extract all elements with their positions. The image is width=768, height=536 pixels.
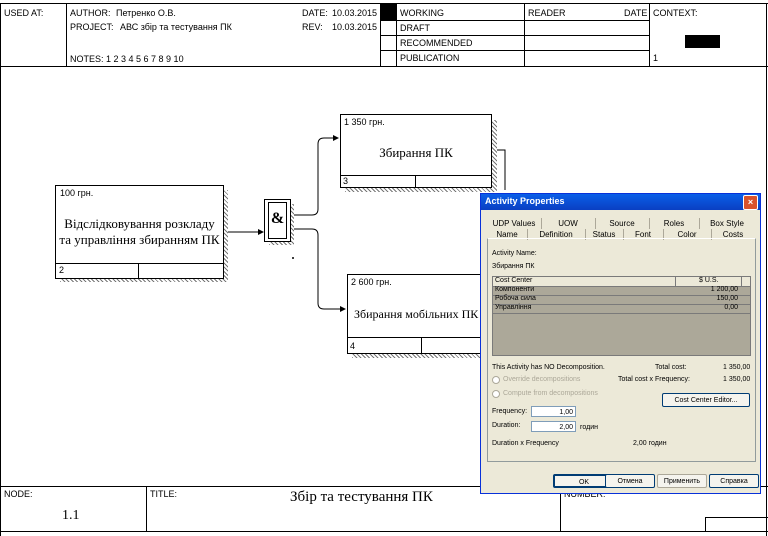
cancel-button-visible[interactable]: Отмена: [605, 474, 655, 488]
tab-udp-values[interactable]: UDP Values: [487, 218, 542, 229]
dialog-title: Activity Properties: [485, 196, 565, 206]
compute-radio[interactable]: [492, 390, 500, 398]
status-recommended: RECOMMENDED: [400, 38, 473, 48]
cost-center-name: Робоча сила: [495, 295, 536, 302]
total-freq-label: Total cost x Frequency:: [618, 376, 690, 383]
author-label: AUTHOR:: [70, 8, 111, 18]
table-row[interactable]: Управління 0,00: [493, 304, 750, 314]
reader-label: READER: [528, 8, 566, 18]
rev-label: REV:: [302, 22, 323, 32]
project-label: PROJECT:: [70, 22, 114, 32]
frequency-label: Frequency:: [492, 408, 528, 415]
cost-center-value: 150,00: [716, 295, 738, 302]
compute-label: Compute from decompositions: [503, 390, 598, 397]
header-cost-center: Cost Center: [495, 277, 533, 284]
tab-font[interactable]: Font: [623, 229, 664, 240]
tab-uow[interactable]: UOW: [541, 218, 596, 229]
tab-name[interactable]: Name: [487, 229, 528, 240]
duration-unit: годин: [580, 424, 598, 431]
reader-date-label: DATE: [624, 8, 648, 18]
cost-table-header: Cost Center $ U.S.: [493, 277, 750, 287]
duration-label: Duration:: [492, 422, 521, 429]
node-label: NODE:: [4, 489, 33, 499]
total-freq-value: 1 350,00: [723, 376, 751, 383]
activity-number: 3: [343, 176, 349, 186]
activity-label: Збирання мобільних ПК: [354, 307, 479, 321]
frequency-input[interactable]: 1,00: [531, 406, 576, 417]
cost-center-editor-button[interactable]: Cost Center Editor...: [662, 393, 750, 407]
override-radio[interactable]: [492, 376, 500, 384]
rev-value: 10.03.2015: [332, 22, 378, 32]
activity-name-value: Збирання ПК: [492, 263, 535, 270]
arrow-junction-to-box2: [291, 135, 339, 216]
cost-center-value: 0,00: [724, 304, 738, 311]
node-value: 1.1: [62, 508, 80, 523]
table-row[interactable]: Компоненти 1 200,00: [493, 286, 750, 296]
date-value: 10.03.2015: [332, 8, 378, 18]
cost-table: Cost Center $ U.S. Компоненти 1 200,00 Р…: [492, 276, 751, 356]
status-publication: PUBLICATION: [400, 53, 460, 63]
activity-box-2[interactable]: 100 грн. Відслідковування розкладу та уп…: [55, 185, 224, 279]
help-button[interactable]: Справка: [709, 474, 759, 488]
used-at-label: USED AT:: [4, 8, 44, 18]
cost-center-value: 1 200,00: [710, 286, 738, 293]
cost-center-name: Компоненти: [495, 286, 535, 293]
activity-label: Збирання ПК: [379, 145, 453, 160]
title-label: TITLE:: [150, 489, 178, 499]
context-thumbnail: [685, 35, 720, 48]
activity-number: 2: [59, 265, 65, 275]
number-label: NUMBER:: [564, 489, 606, 499]
costs-panel: [487, 238, 756, 462]
duration-x-frequency-label: Duration x Frequency: [492, 440, 559, 447]
dialog-titlebar[interactable]: Activity Properties ×: [481, 194, 760, 210]
project-value: АВС збір та тестування ПК: [120, 22, 232, 32]
total-cost-label: Total cost:: [655, 364, 687, 371]
tab-status[interactable]: Status: [585, 229, 624, 240]
activity-properties-dialog: Activity Properties × UDP Values UOW Sou…: [480, 193, 761, 494]
activity-cost: 2 600 грн.: [351, 277, 392, 287]
junction-and[interactable]: &: [264, 199, 291, 242]
arrow-junction-to-box3: [291, 228, 346, 312]
activity-label: Відслідковування розкладу та управління …: [59, 216, 220, 247]
context-page-number: 1: [653, 53, 659, 63]
activity-box-3[interactable]: 1 350 грн. Збирання ПК 3: [340, 114, 492, 188]
cost-center-name: Управління: [495, 304, 532, 311]
close-icon[interactable]: ×: [743, 195, 758, 210]
tab-costs[interactable]: Costs: [722, 230, 744, 239]
status-working: WORKING: [400, 8, 444, 18]
junction-symbol: &: [270, 210, 285, 227]
tab-roles[interactable]: Roles: [649, 218, 700, 229]
activity-name-label: Activity Name:: [492, 250, 537, 257]
activity-cost: 100 грн.: [60, 188, 94, 198]
total-cost-value: 1 350,00: [723, 364, 751, 371]
duration-input[interactable]: 2,00: [531, 421, 576, 432]
tab-box-style[interactable]: Box Style: [710, 219, 744, 228]
duration-x-frequency-value: 2,00 годин: [633, 440, 667, 447]
tab-source[interactable]: Source: [595, 218, 650, 229]
override-label: Override decompositions: [503, 376, 581, 383]
tab-color[interactable]: Color: [663, 229, 712, 240]
activity-box-4[interactable]: 2 600 грн. Збирання мобільних ПК 4: [347, 274, 489, 354]
apply-button[interactable]: Применить: [657, 474, 707, 488]
table-row[interactable]: Робоча сила 150,00: [493, 295, 750, 305]
activity-number: 4: [350, 341, 356, 351]
diagram-title: Збір та тестування ПК: [290, 489, 433, 505]
context-label: CONTEXT:: [653, 8, 698, 18]
author-value: Петренко О.В.: [116, 8, 176, 18]
tab-definition[interactable]: Definition: [527, 229, 586, 240]
date-label: DATE:: [302, 8, 328, 18]
header-usd: $ U.S.: [699, 277, 719, 284]
notes-line: NOTES: 1 2 3 4 5 6 7 8 9 10: [70, 54, 184, 64]
status-draft: DRAFT: [400, 23, 430, 33]
dot-mark: [292, 257, 294, 259]
activity-cost: 1 350 грн.: [344, 117, 385, 127]
no-decomposition-text: This Activity has NO Decomposition.: [492, 364, 605, 371]
